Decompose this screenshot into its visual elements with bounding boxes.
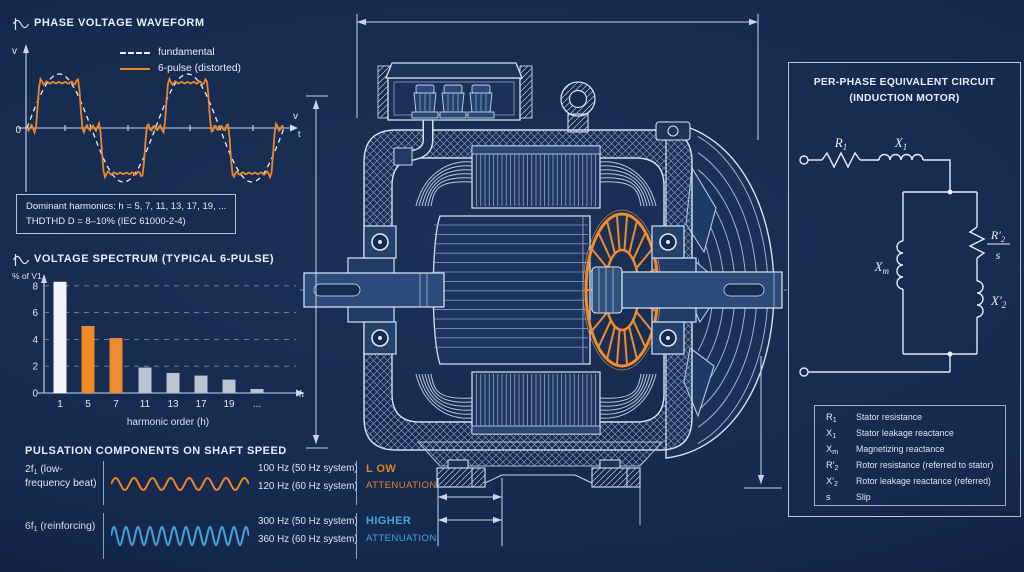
r2s-denominator: s: [996, 248, 1001, 262]
motor-shaft: [303, 266, 783, 314]
row1-freq-60hz: 120 Hz (60 Hz system): [258, 481, 358, 492]
svg-text:19: 19: [223, 399, 235, 410]
waveform-section-title: PHASE VOLTAGE WAVEFORM: [34, 17, 205, 29]
voltage-spectrum-chart: 0 2 4 6 8 1 5 7 11 13 17 19... % of V1 h harmonic o…: [12, 271, 304, 428]
svg-text:4: 4: [32, 335, 38, 346]
pulsation-section-title: PULSATION COMPONENTS ON SHAFT SPEED: [25, 445, 287, 457]
divider: [356, 461, 357, 505]
waveform-x-end-bottom: t: [298, 129, 301, 139]
svg-text:11: 11: [140, 399, 151, 410]
terminal-box: [377, 62, 533, 166]
lifting-eye: [560, 81, 596, 133]
inductor-x1: [878, 153, 924, 161]
inductor-x2: [976, 280, 984, 318]
equivalent-circuit-panel: PER-PHASE EQUIVALENT CIRCUIT (INDUCTION …: [788, 62, 1021, 517]
waveform-origin-label: 0: [15, 125, 21, 136]
pulsation-row1-label2: frequency beat): [25, 478, 97, 489]
r2s-numerator: R′2: [990, 228, 1006, 244]
row2-attenuation-word: HIGHER: [366, 515, 412, 527]
equivalent-circuit-diagram: R1 X1 Xm R′2 s X′2: [799, 135, 1010, 377]
reinforcing-wave: [111, 525, 249, 547]
housing-lug: [655, 121, 691, 141]
row1-freq-50hz: 100 Hz (50 Hz system): [258, 463, 358, 474]
harmonics-info-box: Dominant harmonics: h = 5, 7, 11, 13, 17…: [16, 194, 237, 235]
bearings: [363, 225, 685, 355]
x1-label: X1: [894, 135, 907, 152]
spectrum-y-label: % of V1: [12, 271, 42, 281]
harmonics-line1: Dominant harmonics: h = 5, 7, 11, 13, 17…: [26, 201, 227, 212]
waveform-axes: [18, 46, 290, 192]
divider: [356, 513, 357, 559]
divider: [103, 461, 104, 505]
stator-core: [471, 145, 601, 435]
circuit-panel-title-line2: (INDUCTION MOTOR): [849, 93, 960, 104]
phase-voltage-waveform-chart: v 0 v t: [12, 44, 301, 192]
divider: [103, 513, 104, 559]
six-pulse-swatch: [120, 67, 150, 70]
svg-text:8: 8: [32, 281, 38, 292]
row1-attenuation-label: ATTENUATION: [366, 480, 437, 491]
mounting-feet: [416, 441, 664, 525]
xm-label: Xm: [874, 259, 890, 276]
waveform-icon: [13, 18, 30, 30]
terminal-bushings: [411, 84, 495, 119]
row1-attenuation-word: L OW: [366, 463, 397, 475]
row2-freq-60hz: 360 Hz (60 Hz system): [258, 534, 358, 545]
fundamental-swatch: [120, 51, 150, 54]
rotor: [432, 215, 591, 365]
spectrum-icon: [13, 254, 30, 266]
svg-text:2: 2: [32, 362, 38, 373]
svg-text:5: 5: [85, 399, 91, 410]
six-pulse-label: 6-pulse (distorted): [158, 63, 241, 74]
fundamental-label: fundamental: [158, 47, 215, 58]
svg-text:13: 13: [167, 399, 179, 410]
svg-text:7: 7: [113, 399, 119, 410]
waveform-y-label: v: [12, 46, 17, 57]
spectrum-h-label: h: [299, 389, 304, 400]
dimension-lines: [306, 14, 782, 546]
waveform-x-end-top: v: [293, 111, 298, 122]
svg-text:0: 0: [32, 389, 38, 400]
circuit-panel-title-line1: PER-PHASE EQUIVALENT CIRCUIT: [813, 77, 996, 88]
svg-text:1: 1: [57, 399, 63, 410]
waveform-legend-fundamental: fundamental: [120, 47, 215, 58]
right-keyway: [723, 283, 765, 297]
row2-attenuation-label: ATTENUATION: [366, 533, 437, 544]
spectrum-section-title: VOLTAGE SPECTRUM (TYPICAL 6-PULSE): [34, 253, 275, 265]
row2-freq-50hz: 300 Hz (50 Hz system): [258, 516, 358, 527]
inductor-xm: [896, 240, 904, 290]
waveform-legend-6pulse: 6-pulse (distorted): [120, 63, 241, 74]
svg-text:17: 17: [195, 399, 207, 410]
end-windings: [415, 161, 657, 419]
svg-text:...: ...: [253, 399, 261, 410]
low-frequency-wave: [111, 476, 249, 492]
pulsation-row2-label: 6f1 (reinforcing): [25, 521, 96, 533]
harmonics-line2: THDTHD D = 8–10% (IEC 61000-2-4): [26, 216, 186, 228]
resistor-r1: [821, 151, 861, 169]
left-keyway: [313, 283, 361, 297]
svg-text:6: 6: [32, 308, 38, 319]
spectrum-x-label: harmonic order (h): [127, 417, 209, 428]
resistor-r2s: [968, 226, 986, 259]
x2-label: X′2: [990, 293, 1007, 310]
motor-cutaway-illustration: [300, 14, 790, 546]
shaft-collar: [591, 266, 623, 314]
r1-label: R1: [834, 135, 847, 152]
pulsation-row1-label: 2f1 (low-: [25, 464, 63, 476]
